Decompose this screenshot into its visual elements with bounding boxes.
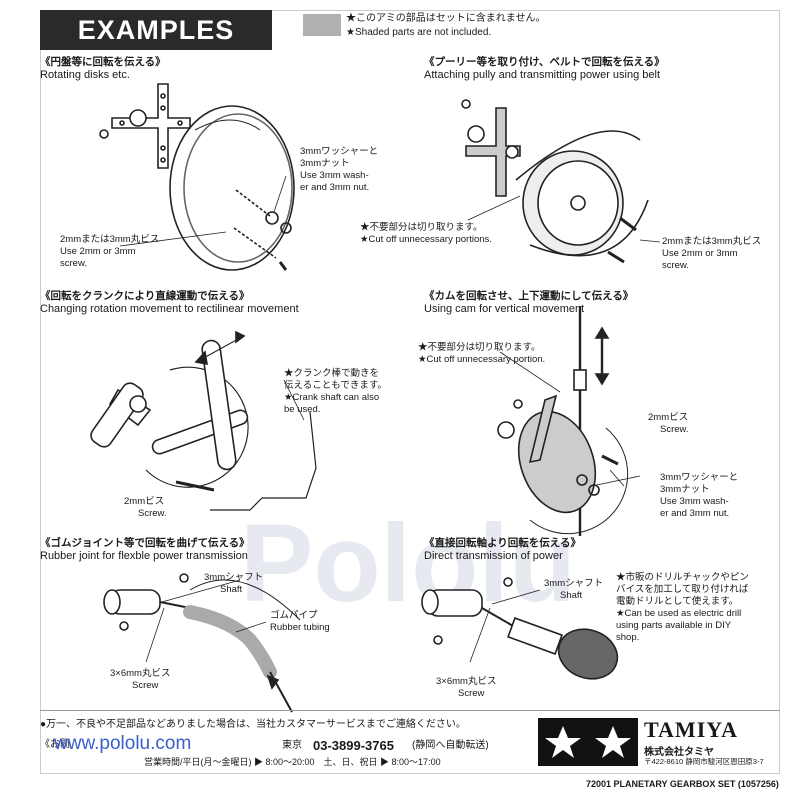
page-frame: [40, 10, 780, 774]
brand-address: 〒422-8610 静岡市駿河区恩田原3-7: [644, 757, 764, 766]
crank-illustration: [90, 330, 317, 511]
set-name: 72001 PLANETARY GEARBOX SET (1057256): [586, 779, 779, 789]
footer-contact-prefix: 《お問: [40, 739, 70, 750]
rubber-joint-illustration: [103, 573, 301, 713]
footer-phone: 03-3899-3765: [313, 738, 394, 753]
label-rubber-pipe: ゴムパイプ Rubber tubing: [270, 610, 330, 633]
page-title: EXAMPLES: [40, 10, 272, 50]
footer-phone-note: (静岡へ自動転送): [412, 740, 489, 751]
footer-hours: 営業時間/平日(月〜金曜日) ▶ 8:00〜20:00 土、日、祝日 ▶ 8:0…: [144, 757, 441, 767]
section-cam: 《カムを回転させ、上下運動にして伝える》 Using cam for verti…: [424, 290, 634, 315]
rotating-disk-illustration: [99, 83, 295, 271]
label-screw-2mm-1: 2mmビス Screw.: [124, 496, 167, 519]
section-pulley-belt: 《プーリー等を取り付け、ベルトで回転を伝える》 Attaching pully …: [424, 56, 665, 81]
label-crank-note: ★クランク棒で動きを 伝えることもできます。 ★Crank shaft can …: [284, 368, 387, 415]
label-shaft-1: 3mmシャフト Shaft: [204, 572, 264, 595]
pulley-belt-illustration: [461, 99, 649, 264]
cam-illustration: [497, 306, 629, 536]
watermark: Pololu: [240, 502, 577, 625]
section-rubber-joint: 《ゴムジョイント等で回転を曲げて伝える》 Rubber joint for fl…: [40, 537, 250, 562]
website-link[interactable]: www.pololu.com: [54, 733, 192, 754]
label-cut-off-2: ★不要部分は切り取ります。 ★Cut off unnecessary porti…: [418, 342, 546, 365]
label-shaft-2: 3mmシャフト Shaft: [544, 578, 604, 601]
footer-notice: ●万一、不良や不足部品などありました場合は、当社カスタマーサービスまでご連絡くだ…: [40, 719, 466, 730]
legend-jp: ★このアミの部品はセットに含まれません。: [346, 13, 546, 24]
label-cut-off-1: ★不要部分は切り取ります。 ★Cut off unnecessary porti…: [360, 222, 492, 245]
legend-en: ★Shaded parts are not included.: [346, 27, 492, 38]
section-crank: 《回転をクランクにより直線運動で伝える》 Changing rotation m…: [40, 290, 299, 315]
footer-divider: [40, 710, 780, 711]
label-washer-nut-1: 3mmワッシャーと 3mmナット Use 3mm wash- er and 3m…: [300, 146, 379, 193]
label-screw-3x6-2: 3×6mm丸ビス Screw: [436, 676, 497, 699]
section-rotating-disks: 《円盤等に回転を伝える》 Rotating disks etc.: [40, 56, 166, 81]
shaded-legend-swatch: [303, 14, 341, 36]
label-screw-2or3-1: 2mmまたは3mm丸ビス Use 2mm or 3mm screw.: [60, 234, 160, 269]
brand-name-jp: 株式会社タミヤ: [644, 747, 714, 758]
brand-name: TAMIYA: [644, 717, 739, 742]
label-drill-note: ★市販のドリルチャックやピン バイスを加工して取り付ければ 電動ドリルとして使え…: [616, 572, 749, 643]
section-direct-transmission: 《直接回転軸より回転を伝える》 Direct transmission of p…: [424, 537, 581, 562]
label-screw-3x6-1: 3×6mm丸ビス Screw: [110, 668, 171, 691]
shaded-legend: ★このアミの部品はセットに含まれません。 ★Shaded parts are n…: [346, 12, 546, 40]
label-screw-2or3-2: 2mmまたは3mm丸ビス Use 2mm or 3mm screw.: [662, 236, 762, 271]
footer-city: 東京: [282, 740, 302, 751]
label-screw-2mm-2: 2mmビス Screw.: [648, 412, 689, 435]
label-washer-nut-2: 3mmワッシャーと 3mmナット Use 3mm wash- er and 3m…: [660, 472, 739, 519]
